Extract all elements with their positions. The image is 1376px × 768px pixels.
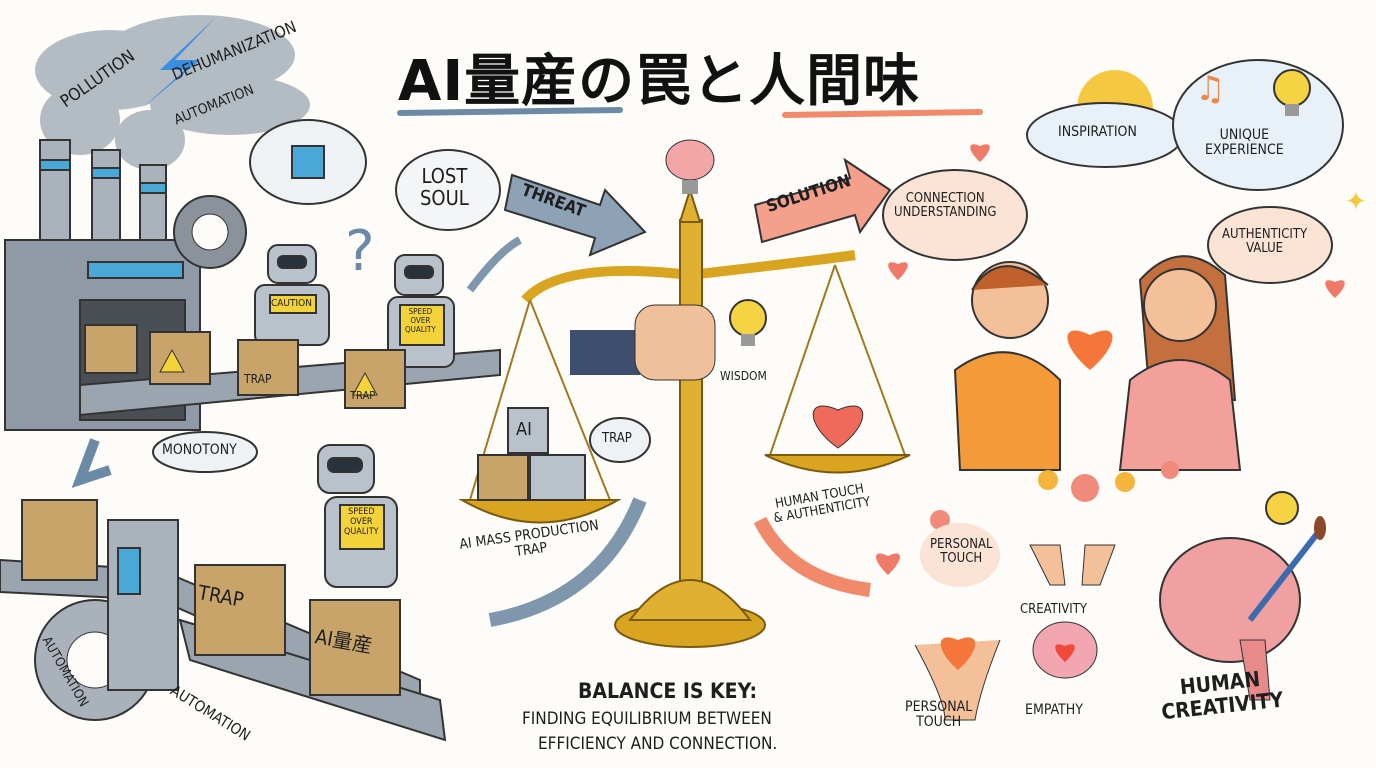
- warning-icon: [159, 348, 378, 396]
- wisdom-label: WISDOM: [720, 369, 767, 383]
- lightning-icon: [140, 18, 215, 110]
- caution-badge: CAUTION: [271, 298, 312, 309]
- small-arrow-icon: [466, 236, 522, 293]
- page-title: AI量産の罠と人間味: [398, 49, 921, 114]
- unique-experience-label: UNIQUE EXPERIENCE: [1205, 127, 1284, 159]
- brain-bulb-icon: [665, 139, 715, 194]
- hand-icon: [570, 304, 716, 381]
- chip-thought-cloud: [249, 119, 367, 205]
- balance-heading: BALANCE IS KEY:: [578, 679, 758, 703]
- connection-bubble: [882, 169, 1028, 261]
- speed-over-quality-badge-2: SPEED OVER QUALITY: [344, 507, 379, 537]
- curved-arrow-left-icon: [488, 497, 647, 627]
- personal-touch-bubble: [920, 523, 1000, 587]
- balance-line-1: FINDING EQUILIBRIUM BETWEEN: [522, 709, 772, 729]
- scale-boxes: [477, 407, 586, 501]
- heart-icon: [812, 405, 864, 449]
- lost-soul-label: LOST SOUL: [420, 164, 469, 210]
- paintbrush-icon: [1247, 516, 1326, 622]
- down-arrow-icon: [71, 438, 112, 489]
- handshake-heart-icon: [1067, 330, 1113, 370]
- question-mark-icon: ?: [345, 219, 375, 284]
- lightbulb-icon: [729, 299, 767, 346]
- trap-bubble-label: TRAP: [602, 431, 632, 446]
- man-figure: [953, 261, 1061, 471]
- hearts-decor: [876, 144, 1345, 575]
- raised-hands-icon: [1029, 544, 1116, 586]
- gear-icon: [173, 195, 247, 269]
- solution-arrow-icon: [753, 157, 892, 244]
- robot-1: [254, 244, 330, 346]
- open-hands-icon: [914, 637, 1001, 721]
- personal-touch-label: PERSONAL TOUCH: [905, 699, 973, 731]
- flowers-wreath: [930, 461, 1179, 530]
- box-label-trap-2: TRAP: [350, 389, 376, 402]
- balance-line-2: EFFICIENCY AND CONNECTION.: [538, 734, 778, 754]
- title-underline-blue: [397, 107, 623, 116]
- lightbulb-top-icon: [1273, 69, 1311, 116]
- box-label-trap: TRAP: [244, 372, 272, 386]
- speed-over-quality-badge: SPEED OVER QUALITY: [405, 307, 436, 334]
- authenticity-bubble: [1207, 206, 1333, 284]
- big-brain-icon: [1159, 537, 1301, 701]
- lost-soul-cloud: [395, 149, 501, 231]
- robot-3: [317, 444, 398, 588]
- boxes-bottom: [21, 499, 401, 696]
- authenticity-value-label: AUTHENTICITY VALUE: [1222, 227, 1308, 257]
- monotony-bubble: [152, 431, 258, 473]
- smoke-clouds: [35, 15, 310, 170]
- sparkle-icon: ✦: [1345, 187, 1367, 217]
- inspiration-label: INSPIRATION: [1058, 124, 1137, 140]
- personal-touch-bubble-label: PERSONAL TOUCH: [930, 537, 993, 567]
- music-note-icon: ♫: [1195, 69, 1225, 109]
- boxes-top: [84, 324, 406, 409]
- curved-arrow-right-icon: [753, 516, 871, 597]
- empathy-label: EMPATHY: [1025, 702, 1083, 718]
- threat-arrow-icon: [503, 173, 647, 257]
- creativity-label: CREATIVITY: [1020, 602, 1087, 617]
- woman-figure: [1118, 255, 1242, 471]
- scale-ai-box-label: AI: [516, 419, 532, 440]
- lightbulb-bottom-icon: [1265, 491, 1299, 525]
- brain-heart-icon: [1032, 621, 1098, 679]
- machine-bottom: [107, 519, 179, 691]
- monotony-label: MONOTONY: [162, 442, 237, 458]
- trap-bubble: [589, 417, 651, 463]
- title-underline-salmon: [782, 109, 983, 118]
- connection-understanding-label: CONNECTION UNDERSTANDING: [894, 191, 997, 221]
